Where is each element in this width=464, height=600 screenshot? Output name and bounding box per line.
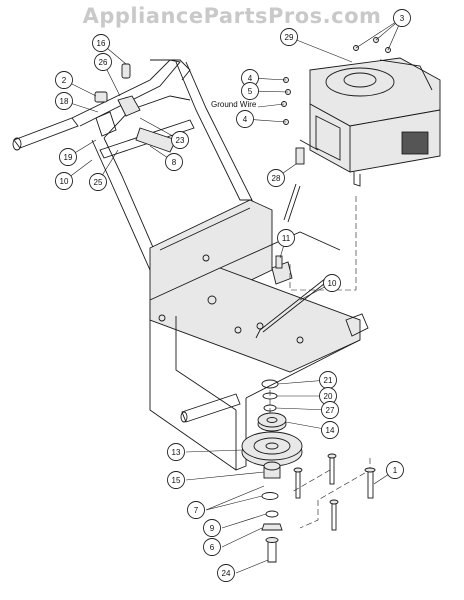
callout-label: 23 — [176, 136, 185, 145]
callout-label: 5 — [248, 87, 253, 96]
callout-label: 20 — [324, 392, 333, 401]
callout-26: 26 — [94, 53, 112, 71]
callout-11: 11 — [277, 229, 295, 247]
callout-label: 21 — [324, 376, 333, 385]
wire-harness — [255, 277, 330, 339]
callout-25: 25 — [89, 173, 107, 191]
engine — [295, 57, 441, 187]
callout-1: 1 — [386, 461, 404, 479]
callout-label: 6 — [210, 543, 215, 552]
callout-label: 29 — [285, 33, 294, 42]
callout-15: 15 — [167, 471, 185, 489]
callout-16: 16 — [92, 34, 110, 52]
throttle-cable — [283, 183, 301, 223]
callout-10: 10 — [55, 172, 73, 190]
handle-assembly — [12, 59, 253, 271]
pulley-stack — [241, 379, 303, 563]
callout-label: 8 — [172, 158, 177, 167]
callout-5: 5 — [241, 82, 259, 100]
callout-label: 18 — [60, 97, 69, 106]
callout-label: 28 — [272, 174, 281, 183]
callout-label: 10 — [60, 177, 69, 186]
engine-mount-bolts — [293, 453, 376, 531]
callout-24: 24 — [217, 564, 235, 582]
callout-label: 14 — [326, 426, 335, 435]
alignment-line — [291, 469, 331, 493]
callout-label: 9 — [210, 524, 215, 533]
callout-7: 7 — [187, 501, 205, 519]
callout-2: 2 — [55, 71, 73, 89]
callout-label: 15 — [172, 476, 181, 485]
callout-8: 8 — [165, 153, 183, 171]
callout-10: 10 — [323, 274, 341, 292]
callout-label: 4 — [248, 74, 253, 83]
callout-label: 16 — [97, 39, 106, 48]
callout-28: 28 — [267, 169, 285, 187]
callout-label: 11 — [282, 234, 291, 243]
callout-label: 13 — [172, 448, 181, 457]
callout-label: 19 — [64, 153, 73, 162]
callout-13: 13 — [167, 443, 185, 461]
callout-14: 14 — [321, 421, 339, 439]
callout-3: 3 — [393, 9, 411, 27]
callout-4: 4 — [236, 110, 254, 128]
callout-label: 27 — [326, 406, 335, 415]
callout-9: 9 — [203, 519, 221, 537]
alignment-line — [289, 196, 357, 291]
alignment-line — [299, 458, 371, 529]
callout-23: 23 — [171, 131, 189, 149]
watermark: AppliancePartsPros.com — [82, 4, 382, 28]
callout-27: 27 — [321, 401, 339, 419]
mower-frame — [149, 199, 369, 471]
callout-19: 19 — [59, 148, 77, 166]
callout-29: 29 — [280, 28, 298, 46]
switch-bracket — [271, 255, 293, 285]
callout-label: 10 — [328, 279, 337, 288]
callout-label: 7 — [194, 506, 199, 515]
callout-label: 2 — [62, 76, 67, 85]
callout-label: 1 — [393, 466, 398, 475]
callout-6: 6 — [203, 538, 221, 556]
callout-18: 18 — [55, 92, 73, 110]
callout-label: 25 — [94, 178, 103, 187]
callout-label: 26 — [99, 58, 108, 67]
callout-label: 4 — [243, 115, 248, 124]
callout-21: 21 — [319, 371, 337, 389]
callout-label: 24 — [222, 569, 231, 578]
callout-label: 3 — [400, 14, 405, 23]
ground-wire-label: Ground Wire — [211, 100, 257, 109]
